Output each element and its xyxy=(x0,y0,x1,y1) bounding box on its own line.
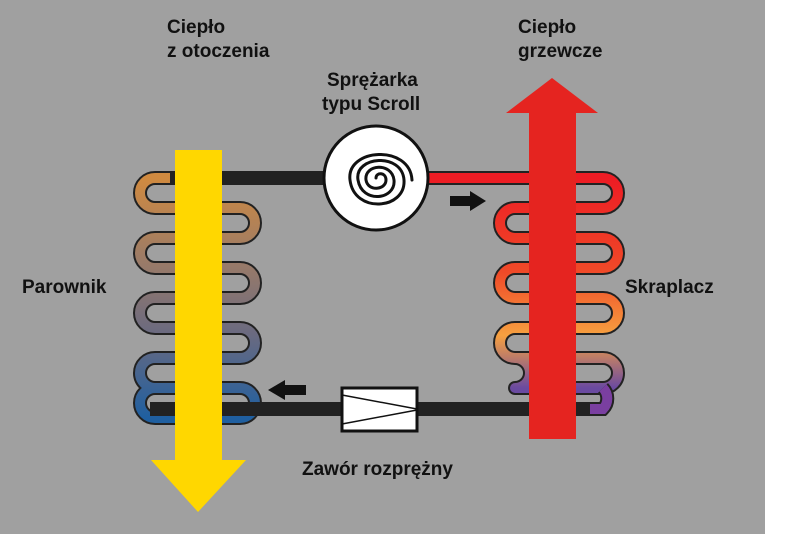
condenser-label: Skraplacz xyxy=(625,277,714,298)
flow-arrow-right-icon xyxy=(450,191,486,211)
evaporator-coil xyxy=(133,171,325,425)
ambient-heat-arrow xyxy=(151,150,246,512)
ambient-heat-label-line1: Ciepło xyxy=(167,17,226,38)
compressor-label-line1: Sprężarka xyxy=(327,70,418,91)
evaporator-label: Parownik xyxy=(22,277,107,298)
diagram-background xyxy=(0,0,765,534)
expansion-valve-label: Zawór rozprężny xyxy=(302,459,453,480)
heating-heat-label-line2: grzewcze xyxy=(518,41,603,62)
heating-heat-label-line1: Ciepło xyxy=(518,17,577,38)
heating-heat-arrow xyxy=(506,78,598,439)
scroll-compressor xyxy=(322,124,430,232)
expansion-valve xyxy=(340,386,419,433)
compressor-label-line2: typu Scroll xyxy=(322,94,421,115)
ambient-heat-label-line2: z otoczenia xyxy=(167,41,270,62)
flow-arrow-left-icon xyxy=(268,380,306,400)
condenser-coil xyxy=(425,171,625,416)
